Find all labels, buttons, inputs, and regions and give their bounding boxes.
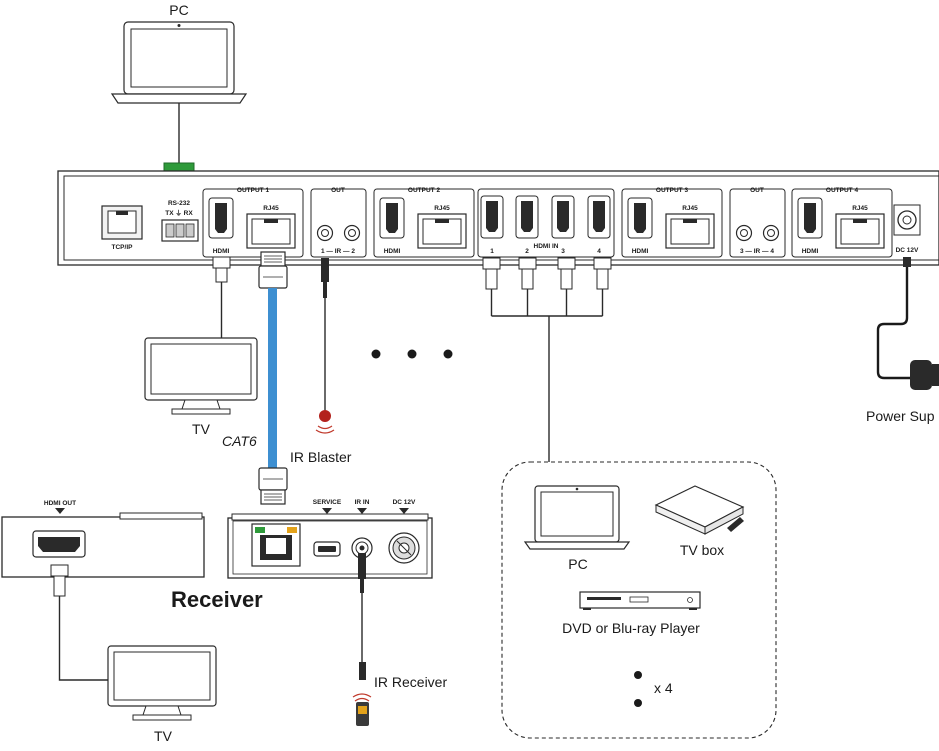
hdmi-in-port-3: 3	[561, 248, 565, 255]
dc-power-label: DC 12V	[896, 247, 919, 254]
rs232-label: RS-232	[168, 200, 190, 207]
rs232-terminal	[161, 219, 199, 242]
output-2-title: OUTPUT 2	[408, 187, 441, 194]
tv-top-label: TV	[192, 421, 211, 437]
ir-out-1-title: OUT	[331, 187, 345, 194]
hdmi-input-cables	[482, 257, 612, 462]
output-1-rj45-label: RJ45	[263, 205, 279, 212]
power-adapter-icon	[910, 360, 939, 390]
output-1-group	[202, 188, 304, 258]
hdmi-in-group	[477, 188, 615, 258]
hdmi-in-title: HDMI IN	[534, 243, 559, 250]
pc-laptop-top	[110, 21, 248, 104]
tv-top	[144, 337, 258, 415]
source-pc-label: PC	[568, 556, 587, 572]
sources-group-box	[501, 461, 777, 739]
output-3-group	[621, 188, 723, 258]
hdmi-in-port-4: 4	[597, 248, 601, 255]
output-4-rj45-label: RJ45	[852, 205, 868, 212]
source-tvbox-icon	[654, 485, 745, 535]
ir-blaster-label: IR Blaster	[290, 449, 352, 465]
output-2-rj45-label: RJ45	[434, 205, 450, 212]
output-4-group	[791, 188, 893, 258]
ir-out-1-2-group	[310, 188, 367, 258]
more-outputs-dots	[371, 349, 453, 359]
rs232-pins-label: TX ⏚ RX	[165, 209, 193, 217]
source-more-dots	[634, 671, 642, 707]
hdmi-cable-display	[50, 564, 110, 681]
dc-power-jack	[893, 204, 921, 236]
ir-blaster-emitter-icon	[315, 410, 335, 434]
ir-out-1-label: 1 — IR — 2	[321, 248, 355, 255]
output-2-hdmi-label: HDMI	[384, 248, 401, 255]
output-3-title: OUTPUT 3	[656, 187, 689, 194]
tv-bottom	[107, 645, 217, 721]
tcpip-label: TCP/IP	[112, 244, 134, 251]
output-4-title: OUTPUT 4	[826, 187, 859, 194]
receiver-service-label: SERVICE	[313, 499, 342, 506]
tcpip-port	[101, 205, 143, 240]
receiver-dc-port	[388, 532, 420, 564]
output-1-hdmi-label: HDMI	[213, 248, 230, 255]
receiver-dc-label: DC 12V	[393, 499, 416, 506]
source-player-label: DVD or Blu-ray Player	[562, 620, 700, 636]
power-supply-cable	[876, 257, 911, 380]
source-player-icon	[579, 591, 701, 610]
receiver-irin-port	[351, 537, 373, 559]
ir-out-3-4-group	[729, 188, 786, 258]
display-device	[1, 512, 205, 578]
rj45-plug-top	[258, 251, 288, 289]
ir-blaster-cable	[321, 258, 329, 410]
receiver-service-port	[313, 541, 341, 557]
hdmi-in-port-2: 2	[525, 248, 529, 255]
receiver-irin-label: IR IN	[355, 499, 370, 506]
power-supply-label: Power Sup	[866, 408, 935, 424]
pc-top-label: PC	[169, 2, 188, 18]
ir-receiver-sensor-icon	[352, 693, 372, 726]
ir-out-2-label: 3 — IR — 4	[740, 248, 774, 255]
output-2-group	[373, 188, 475, 258]
cat6-label: CAT6	[222, 433, 257, 449]
ir-receiver-cable	[358, 553, 366, 680]
rj45-plug-bottom	[258, 467, 288, 505]
source-tvbox-label: TV box	[680, 542, 724, 558]
ir-receiver-label: IR Receiver	[374, 674, 447, 690]
hdmi-cable-output-1	[212, 256, 231, 340]
display-hdmi-out-label: HDMI OUT	[44, 500, 76, 507]
output-3-hdmi-label: HDMI	[632, 248, 649, 255]
hdmi-in-port-1: 1	[490, 248, 494, 255]
cat6-cable	[268, 288, 277, 470]
source-count-label: x 4	[654, 680, 673, 696]
tv-bottom-label: TV	[154, 728, 173, 744]
output-4-hdmi-label: HDMI	[802, 248, 819, 255]
output-1-title: OUTPUT 1	[237, 187, 270, 194]
receiver-title: Receiver	[171, 587, 263, 612]
receiver-rj45-port	[251, 523, 301, 567]
ir-out-2-title: OUT	[750, 187, 764, 194]
output-3-rj45-label: RJ45	[682, 205, 698, 212]
source-pc-laptop	[523, 485, 631, 550]
